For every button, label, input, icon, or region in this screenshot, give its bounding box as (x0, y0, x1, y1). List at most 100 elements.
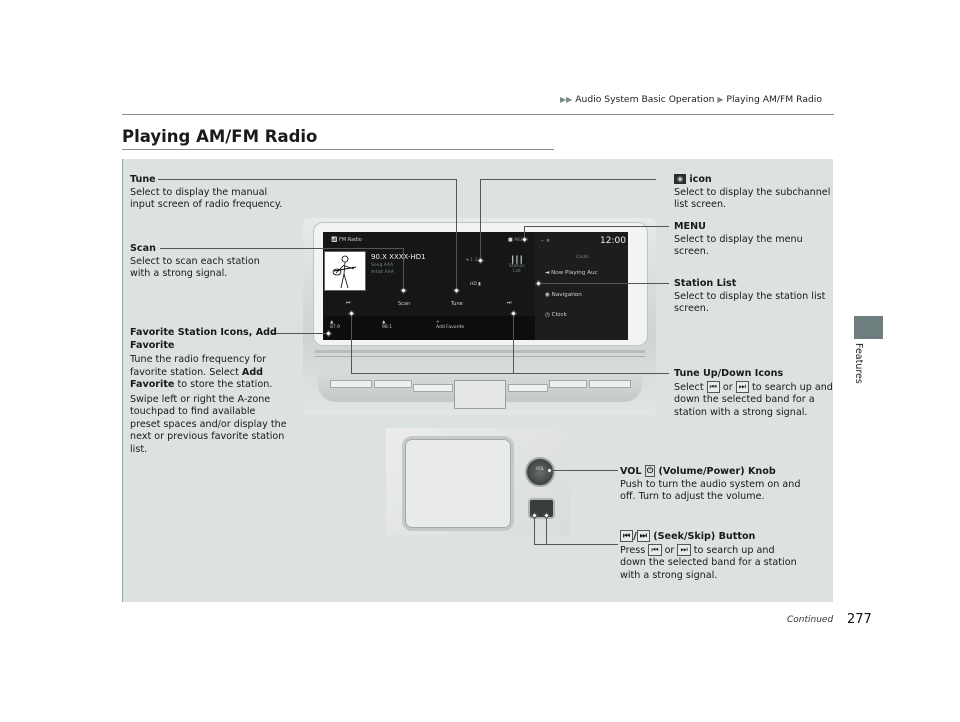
seek-down-icon: ⏮ (620, 530, 634, 542)
leader-line (534, 516, 535, 544)
station-list-icon: ┃┃┃ (510, 256, 524, 264)
callout-subchannel: ◉ icon Select to display the subchannel … (674, 174, 834, 212)
continued-label: Continued (787, 615, 834, 625)
station-list-button[interactable]: ┃┃┃ Station List (505, 256, 529, 274)
seek-up-icon: ⏭ (677, 543, 691, 556)
climate-key (413, 384, 453, 392)
card-label: Now Playing Auc (551, 270, 598, 276)
leader-line (524, 226, 525, 239)
favorite-station-2[interactable]: ▲98.1 (382, 320, 392, 330)
menu-icon: ■ (508, 237, 513, 243)
climate-key (508, 384, 548, 392)
tune-down-icon: ⏮ (346, 300, 351, 306)
favorite-station-1[interactable]: ▲87.9 (330, 320, 340, 330)
header-divider (122, 114, 834, 115)
climate-key (330, 380, 372, 388)
callout-body: Select to display the manual input scree… (130, 186, 283, 211)
plus-icon: + (436, 320, 440, 325)
callout-body: Press ⏮ or ⏭ to search up and down the s… (620, 543, 800, 583)
callout-station-list: Station List Select to display the stati… (674, 278, 834, 316)
callout-menu: MENU Select to display the menu screen. (674, 221, 824, 259)
favorites-bar (324, 316, 535, 340)
tune-up-icon: ⏭ (735, 380, 749, 393)
section-tab[interactable] (854, 316, 883, 339)
leader-line (534, 544, 618, 545)
clock-display: 12:00 (600, 236, 626, 246)
favorite-label: 87.9 (330, 325, 341, 330)
speaker-icon: 🔊︎ (466, 258, 469, 263)
artist-name: Artist AAA (371, 270, 394, 275)
leader-line (351, 373, 669, 374)
climate-key (374, 380, 412, 388)
card-label: Navigation (551, 292, 582, 298)
vent-trim (315, 356, 645, 357)
seek-down-icon: ⏮ (648, 543, 662, 556)
breadcrumb-item[interactable]: Playing AM/FM Radio (726, 94, 822, 105)
callout-title: Favorite Station Icons, Add Favorite (130, 327, 277, 351)
callout-vol: VOL ⏻ (Volume/Power) Knob Push to turn t… (620, 465, 810, 504)
callout-body: Select to display the station list scree… (674, 290, 826, 315)
callout-scan: Scan Select to scan each station with a … (130, 243, 280, 281)
add-favorite-button[interactable]: +Add Favorite (436, 320, 464, 330)
callout-text: to search up and down the selected band … (674, 381, 833, 418)
page-number: 277 (847, 612, 872, 627)
callout-title: Scan (130, 243, 156, 254)
leader-line (456, 179, 457, 289)
leader-line (524, 226, 669, 227)
tune-up-button[interactable]: ⏭ (507, 300, 512, 306)
callout-title: MENU (674, 221, 706, 232)
tune-button[interactable]: Tune (451, 301, 463, 307)
card-clock[interactable]: ◷ Clock (545, 312, 567, 318)
scan-button[interactable]: Scan (398, 301, 411, 307)
callout-text: or (719, 381, 736, 393)
card-navigation[interactable]: ◉ Navigation (545, 292, 582, 298)
page-title: Playing AM/FM Radio (122, 127, 318, 146)
antenna-icon: 📶︎ (331, 237, 338, 243)
clock-icon: ◷ (545, 312, 550, 318)
callout-title-text: VOL (620, 466, 645, 477)
climate-key (549, 380, 587, 388)
card-now-playing[interactable]: ◄ Now Playing Auc (545, 270, 598, 276)
leader-line (480, 179, 656, 180)
leader-line (351, 314, 352, 373)
antenna-icon: ▲ (382, 320, 386, 325)
card-label: Clock (551, 312, 567, 318)
tune-down-icon: ⏮ (706, 380, 720, 393)
callout-body: Push to turn the audio system on and off… (620, 478, 801, 503)
callout-body: Tune the radio frequency for favorite st… (130, 354, 288, 392)
station-name: 90.X XXXX-HD1 (371, 253, 426, 261)
vol-label: VOL (535, 466, 545, 471)
subchannel-button[interactable]: 🔊︎ 1 2 3 (466, 257, 482, 263)
power-icon: ⏻ (644, 465, 656, 477)
leader-line (160, 248, 403, 249)
guitarist-icon (324, 251, 366, 291)
leader-line (539, 283, 669, 284)
favorite-label: Add Favorite (436, 325, 465, 330)
fm-radio-source: 📶︎ FM Radio (331, 237, 362, 243)
station-list-label: Station (509, 264, 525, 269)
vent-trim (315, 350, 645, 353)
subchannel-icon: ◉ (674, 174, 686, 184)
cards-label: Cards (576, 255, 589, 260)
callout-tune-updown: Tune Up/Down Icons Select ⏮ or ⏭ to sear… (674, 368, 834, 419)
album-art (324, 251, 366, 291)
speaker-icon: ◄ (545, 270, 550, 276)
song-title: Song AAA (371, 263, 394, 268)
callout-body: Select to scan each station with a stron… (130, 255, 260, 280)
source-label: FM Radio (338, 237, 362, 243)
breadcrumb-separator-icon: ▶ (717, 95, 724, 104)
callout-text: Press (620, 544, 649, 556)
leader-line (403, 248, 404, 289)
callout-tune: Tune Select to display the manual input … (130, 174, 290, 212)
breadcrumb-item[interactable]: Audio System Basic Operation (575, 94, 715, 105)
tune-down-button[interactable]: ⏮ (346, 300, 351, 306)
hd-radio-logo: HD ▮ (470, 282, 481, 287)
callout-title: Tune Up/Down Icons (674, 368, 784, 379)
callout-title: Station List (674, 278, 737, 289)
callout-body: Select ⏮ or ⏭ to search up and down the … (674, 380, 834, 420)
section-tab-label: Features (852, 343, 866, 389)
callout-title: Tune (130, 174, 156, 185)
breadcrumb: ▶▶ Audio System Basic Operation ▶ Playin… (560, 94, 822, 105)
callout-seek: ⏮/⏭ (Seek/Skip) Button Press ⏮ or ⏭ to s… (620, 530, 800, 582)
status-icons: ← ✖ (541, 239, 550, 244)
